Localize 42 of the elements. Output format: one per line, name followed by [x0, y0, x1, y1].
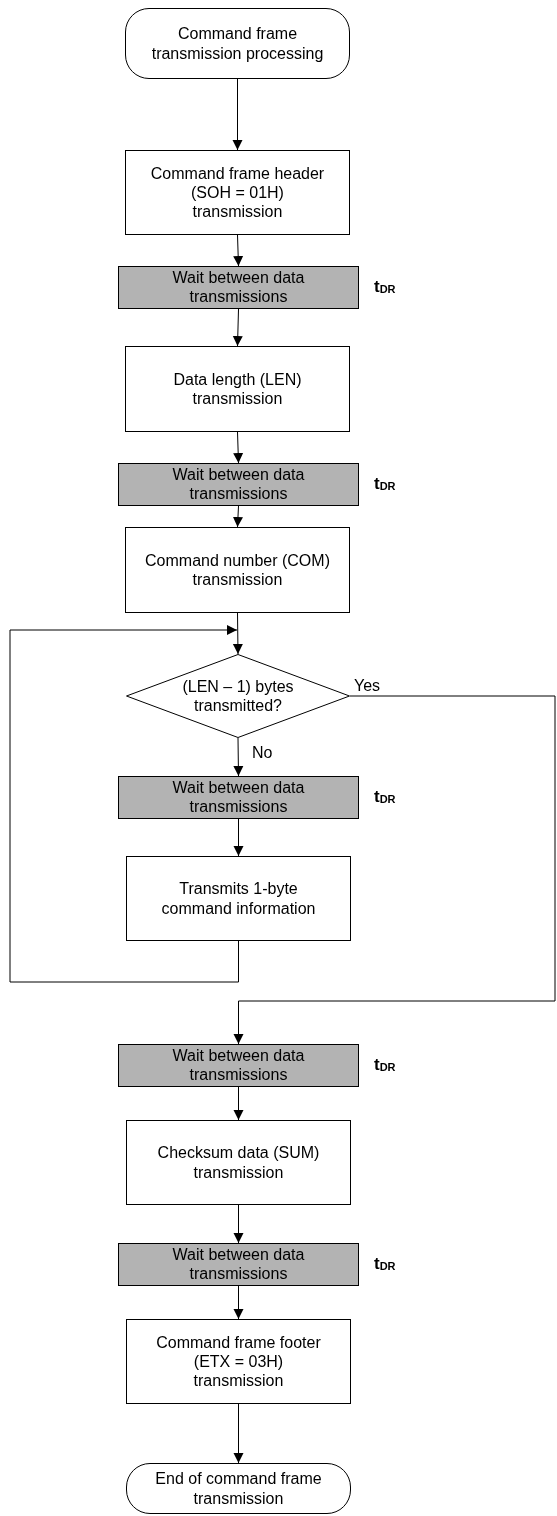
step-text: (LEN – 1) bytes transmitted? — [181, 676, 295, 716]
step-text: Command frame transmission processing — [150, 24, 325, 63]
arrow — [233, 1285, 244, 1320]
step-text: Checksum data (SUM) transmission — [156, 1143, 321, 1182]
arrow — [233, 431, 244, 464]
process-box — [125, 150, 350, 235]
arrow — [233, 695, 556, 1045]
step-text: Command frame header (SOH = 01H) transmission — [149, 163, 326, 222]
wait-box — [118, 776, 359, 819]
arrow — [233, 1204, 244, 1244]
step-text: End of command frame transmission — [154, 1469, 323, 1508]
step-text: Transmits 1-byte command information — [160, 879, 317, 918]
step-text: Command number (COM) transmission — [144, 550, 331, 590]
arrow — [9, 625, 239, 983]
step-text: Wait between data transmissions — [171, 269, 306, 306]
arrow — [233, 234, 244, 267]
arrow — [233, 818, 244, 857]
arrow — [233, 1086, 244, 1121]
process-box — [125, 346, 350, 432]
terminal-box — [125, 8, 350, 79]
arrow — [232, 612, 243, 655]
arrow — [232, 308, 243, 347]
process-box — [126, 1120, 351, 1205]
step-text: Data length (LEN) transmission — [172, 369, 303, 409]
step-text: Wait between data transmissions — [171, 1246, 306, 1283]
wait-box — [118, 1044, 359, 1087]
wait-box — [118, 266, 359, 309]
arrow — [233, 1403, 244, 1464]
arrow — [232, 78, 243, 151]
step-text: Wait between data transmissions — [171, 1047, 306, 1084]
step-text: Wait between data transmissions — [171, 779, 306, 816]
decision-diamond — [126, 654, 350, 738]
process-box — [126, 1319, 351, 1404]
arrow — [233, 505, 243, 528]
wait-box — [118, 463, 359, 506]
process-box — [126, 856, 351, 941]
wait-box — [118, 1243, 359, 1286]
process-box — [125, 527, 350, 613]
arrow — [233, 737, 244, 777]
step-text: Wait between data transmissions — [171, 466, 306, 503]
terminal-box — [126, 1463, 351, 1514]
step-text: Command frame footer (ETX = 03H) transmission — [155, 1332, 322, 1391]
